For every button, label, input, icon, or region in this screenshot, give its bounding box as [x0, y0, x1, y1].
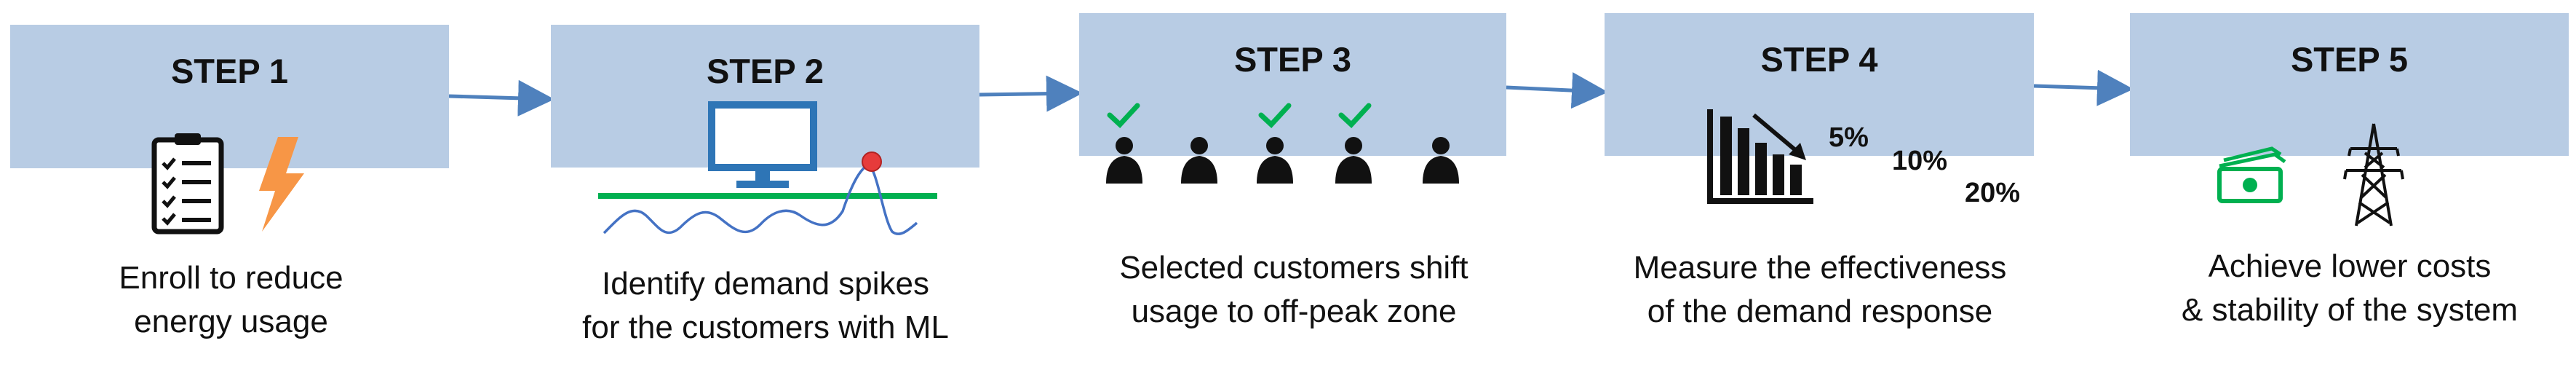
step-2-title: STEP 2: [706, 52, 824, 90]
person-icon: [1335, 137, 1372, 184]
step-3-caption-line-1: Selected customers shift: [1119, 250, 1468, 286]
step-3-caption: Selected customers shift usage to off-pe…: [1083, 246, 1505, 334]
lightning-icon: [259, 137, 304, 232]
step-4-caption: Measure the effectiveness of the demand …: [1605, 246, 2035, 334]
step-5-box: STEP 5: [2130, 13, 2569, 156]
step-5-caption-line-2: & stability of the system: [2181, 292, 2519, 328]
step-3-box: STEP 3: [1079, 13, 1506, 156]
step-1-title: STEP 1: [170, 52, 289, 90]
step-4-caption-line-1: Measure the effectiveness: [1633, 250, 2007, 286]
arrow-1-2: [448, 79, 554, 117]
step-5-caption-line-1: Achieve lower costs: [2208, 248, 2492, 284]
step-1-caption-line-1: Enroll to reduce: [119, 260, 343, 296]
checklist-icon: [151, 133, 224, 235]
percentage-label-10: 10%: [1892, 146, 1948, 176]
monitor-icon: [708, 101, 817, 188]
step-2-caption-line-1: Identify demand spikes: [601, 266, 930, 302]
person-icon: [1181, 137, 1217, 184]
power-tower-icon: [2343, 123, 2404, 227]
money-icon: [2217, 146, 2286, 203]
person-icon: [1423, 137, 1459, 184]
percentage-label-5: 5%: [1829, 122, 1869, 153]
demand-spike-graph-icon: [598, 151, 937, 235]
arrow-4-5: [2033, 69, 2134, 106]
step-3-title: STEP 3: [1233, 40, 1352, 79]
arrow-3-4: [1506, 72, 1608, 109]
step-1-box: STEP 1: [10, 25, 449, 168]
checkmark-icon: [1107, 103, 1140, 128]
step-3-caption-line-2: usage to off-peak zone: [1131, 294, 1457, 329]
step-1-caption-line-2: energy usage: [134, 304, 328, 339]
step-4-title: STEP 4: [1760, 40, 1878, 79]
person-icon: [1257, 137, 1293, 184]
step-1-caption: Enroll to reduce energy usage: [44, 256, 418, 344]
percentage-label-20: 20%: [1965, 178, 2021, 208]
declining-bar-chart-icon: [1707, 109, 1813, 204]
step-5-title: STEP 5: [2290, 40, 2409, 79]
step-4-box: STEP 4: [1605, 13, 2034, 156]
checkmark-icon: [1338, 103, 1372, 128]
arrow-2-3: [979, 75, 1083, 112]
person-icon: [1106, 137, 1142, 184]
step-5-caption: Achieve lower costs & stability of the s…: [2132, 245, 2567, 332]
step-4-caption-line-2: of the demand response: [1647, 294, 1993, 329]
step-2-caption-line-2: for the customers with ML: [582, 310, 949, 345]
checkmark-icon: [1258, 103, 1292, 128]
step-2-caption: Identify demand spikes for the customers…: [554, 262, 977, 350]
customers-group: [1106, 137, 1459, 184]
